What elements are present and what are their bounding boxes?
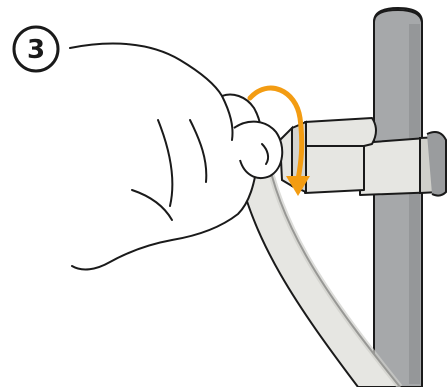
step-number: 3 [27, 35, 45, 65]
step-badge: 3 [14, 27, 58, 71]
hand [70, 44, 282, 270]
vertical-pole [374, 8, 422, 387]
